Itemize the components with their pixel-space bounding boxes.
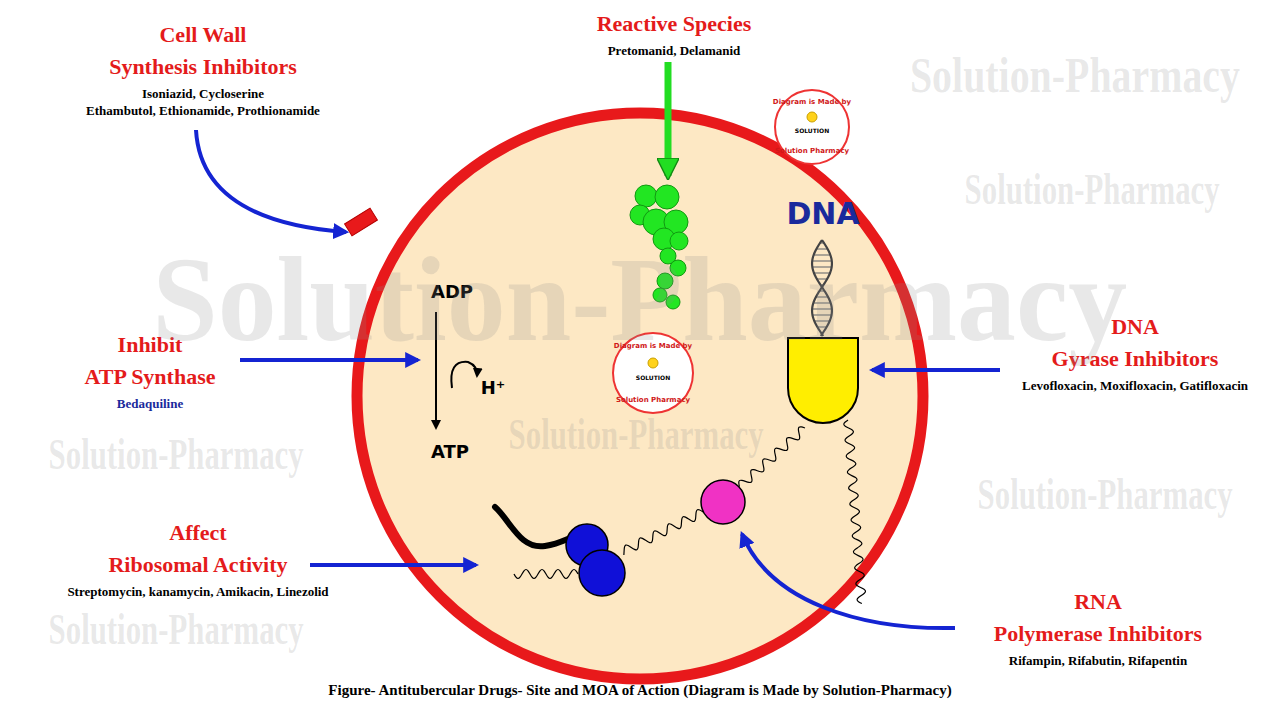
drug-class-title: RNA Polymerase Inhibitors bbox=[994, 586, 1202, 650]
drug-class-label: RNA Polymerase InhibitorsRifampin, Rifab… bbox=[994, 586, 1202, 669]
drug-list: Pretomanid, Delamanid bbox=[597, 42, 752, 59]
leader-arrow bbox=[196, 130, 346, 232]
reactive-species-bead bbox=[655, 185, 679, 209]
drug-class-label: Reactive SpeciesPretomanid, Delamanid bbox=[597, 8, 752, 59]
ribosome-subunit bbox=[579, 550, 625, 596]
watermark: Solution-Pharmacy bbox=[977, 471, 1232, 519]
drug-list: Rifampin, Rifabutin, Rifapentin bbox=[994, 652, 1202, 669]
molecule-label: ATP bbox=[431, 442, 469, 462]
ion-label: H⁺ bbox=[481, 378, 506, 398]
drug-class-label: Affect Ribosomal ActivityStreptomycin, k… bbox=[67, 517, 328, 600]
cell-wall-site bbox=[345, 208, 378, 236]
watermark: Solution-Pharmacy bbox=[508, 411, 763, 459]
badge-text: SOLUTION bbox=[636, 375, 670, 382]
figure-caption: Figure- Antitubercular Drugs- Site and M… bbox=[328, 682, 951, 699]
drug-class-title: Reactive Species bbox=[597, 8, 752, 40]
rna-polymerase bbox=[701, 480, 745, 524]
reactive-species-bead bbox=[635, 185, 657, 207]
badge-text: Solution Pharmacy bbox=[775, 148, 849, 156]
nucleic-acid-strand bbox=[514, 569, 578, 578]
badge-text: Diagram is Made by bbox=[773, 99, 851, 107]
drug-list: Streptomycin, kanamycin, Amikacin, Linez… bbox=[67, 583, 328, 600]
badge-text: SOLUTION bbox=[795, 128, 829, 135]
watermark: Solution-Pharmacy bbox=[49, 431, 304, 479]
leader-arrow bbox=[665, 62, 672, 176]
leader-arrow bbox=[872, 368, 1000, 372]
watermark: Solution-Pharmacy bbox=[964, 166, 1219, 214]
drug-class-title: Cell Wall Synthesis Inhibitors bbox=[86, 19, 320, 83]
dna-label: DNA bbox=[786, 197, 859, 230]
watermark: Solution-Pharmacy bbox=[49, 606, 304, 654]
leader-arrow bbox=[310, 563, 476, 567]
drug-list: Levofloxacin, Moxifloxacin, Gatifloxacin bbox=[1022, 377, 1248, 394]
nucleic-acid-strand bbox=[844, 420, 866, 603]
cell-membrane bbox=[357, 113, 923, 679]
watermark: Solution-Pharmacy bbox=[153, 234, 1128, 366]
badge-bulb bbox=[807, 112, 817, 122]
badge-text: Solution Pharmacy bbox=[616, 397, 690, 405]
drug-class-title: Affect Ribosomal Activity bbox=[67, 517, 328, 581]
drug-list: Bedaquiline bbox=[84, 395, 215, 412]
nucleic-acid-strand bbox=[624, 510, 703, 555]
leader-arrow bbox=[742, 534, 955, 628]
drug-class-label: Cell Wall Synthesis InhibitorsIsoniazid,… bbox=[86, 19, 320, 119]
watermark: Solution-Pharmacy bbox=[910, 48, 1240, 103]
drug-list: Isoniazid, Cycloserine Ethambutol, Ethio… bbox=[86, 85, 320, 119]
